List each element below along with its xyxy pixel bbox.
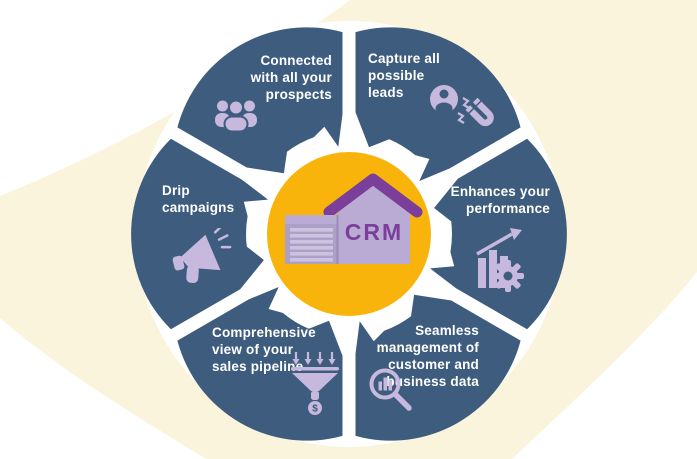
gear-icon: [492, 260, 524, 292]
dollar-coin-icon: $: [308, 401, 322, 415]
crm-warehouse-icon: CRM: [285, 173, 423, 264]
segment-seamless-shape: [355, 294, 521, 441]
segment-drip-shape: [131, 138, 268, 330]
people-group-icon: [215, 99, 257, 132]
segment-label-drip: Drip campaigns: [162, 183, 235, 216]
magnifier-data-icon: [369, 368, 412, 411]
annex-seam: [336, 215, 339, 264]
garage-header: [285, 215, 338, 224]
segment-connected-shape: [177, 27, 343, 174]
segment-label-seamless: Seamless management of customer and busi…: [376, 323, 479, 390]
house-body: [337, 181, 410, 264]
garage-door: [290, 228, 333, 262]
segment-enhances-shape: [430, 138, 567, 330]
crm-label: CRM: [345, 219, 403, 245]
magnet-icon: [465, 97, 494, 127]
down-arrows-icon: [292, 352, 336, 365]
segment-label-enhances: Enhances your performance: [450, 184, 550, 217]
segment-label-comprehensive: Comprehensive view of your sales pipelin…: [212, 325, 316, 375]
segment-label-capture: Capture all possible leads: [368, 51, 440, 101]
center-circle: CRM: [267, 152, 431, 316]
segment-label-connected: Connected with all your prospects: [250, 53, 332, 103]
sales-funnel-icon: $: [291, 352, 339, 415]
svg-text:$: $: [312, 404, 318, 415]
megaphone-icon: [172, 228, 232, 284]
segment-comprehensive-shape: [177, 287, 343, 441]
growth-chart-gear-icon: [476, 228, 524, 292]
lead-magnet-icon: [430, 85, 494, 127]
house-roof: [323, 173, 423, 218]
segment-ring: [131, 27, 567, 441]
